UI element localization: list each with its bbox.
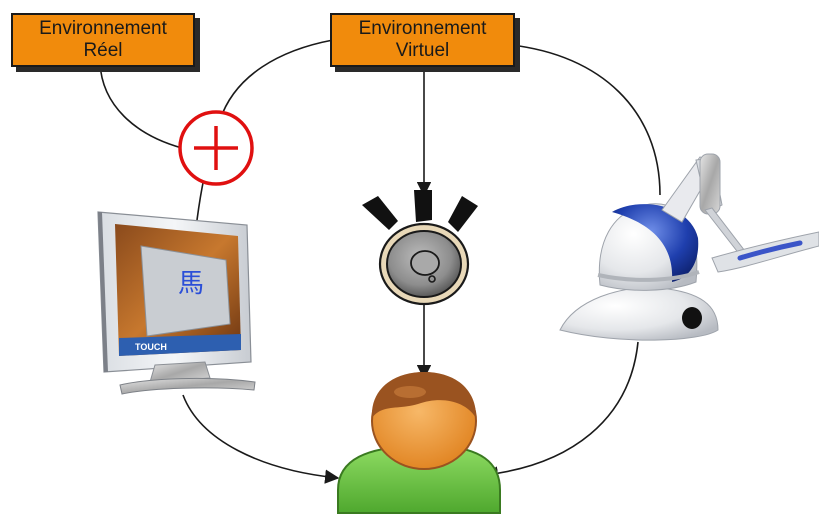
connector-virtuel-to-mixer bbox=[219, 39, 334, 121]
haptic-device-icon bbox=[559, 153, 819, 341]
reel-box-line2: Réel bbox=[83, 40, 123, 61]
connector-virtuel-to-haptic bbox=[510, 44, 661, 196]
environnement-reel-box: Environnement Réel bbox=[11, 13, 195, 67]
environnement-virtuel-box: Environnement Virtuel bbox=[330, 13, 515, 67]
connector-monitor-to-user bbox=[182, 394, 340, 484]
speaker-icon bbox=[362, 190, 478, 306]
virtuel-box-line2: Virtuel bbox=[395, 40, 450, 61]
connector-haptic-to-user bbox=[483, 341, 639, 481]
svg-text:馬: 馬 bbox=[178, 269, 204, 299]
reel-box-line1: Environnement bbox=[39, 18, 167, 39]
connector-reel-to-mixer bbox=[99, 62, 183, 149]
virtuel-box-line1: Environnement bbox=[358, 18, 487, 39]
computer-monitor-icon: 馬 TOUCH bbox=[97, 211, 256, 395]
connector-mixer-to-monitor bbox=[196, 177, 205, 221]
screen-brand-text: TOUCH bbox=[135, 342, 167, 352]
user-icon bbox=[337, 372, 501, 514]
plus-circle-icon bbox=[178, 110, 254, 186]
